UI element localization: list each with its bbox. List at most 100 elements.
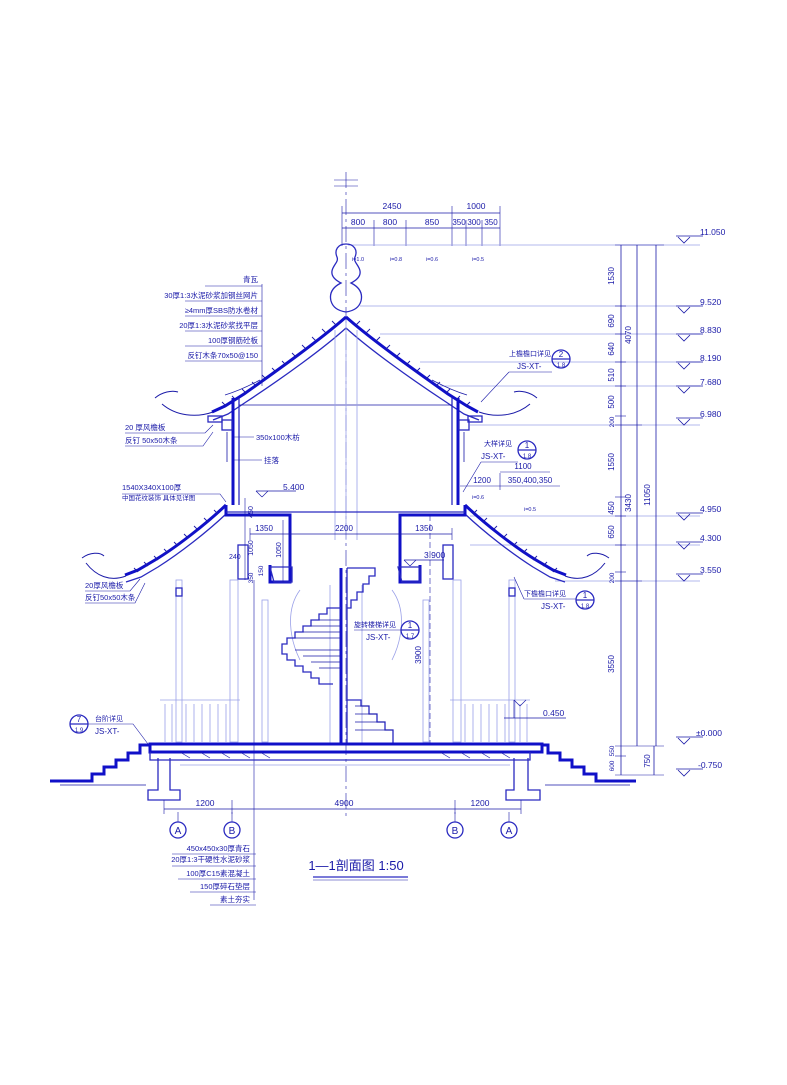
level-5400: 5.400	[283, 482, 305, 492]
dim-350: 350	[248, 572, 255, 583]
slope-4: i=0.5	[472, 257, 484, 263]
foundation-notes: 450x450x30厚青石 20厚1:3干硬性水泥砂浆 100厚C15素混凝土 …	[171, 843, 250, 904]
elev-marker-6980: 6.980	[676, 409, 722, 426]
dim-seg-2: 800	[383, 217, 397, 227]
dim-240: 240	[229, 554, 241, 561]
svg-text:B: B	[452, 826, 459, 837]
slope-2: i=0.8	[390, 257, 402, 263]
svg-text:1.9: 1.9	[75, 728, 84, 734]
dim-seg-3: 850	[425, 217, 439, 227]
detail-ref-lower-eave: 下檐檐口详见 JS-XT- 1 1.8	[513, 576, 595, 611]
svg-text:下檐檐口详见: 下檐檐口详见	[524, 589, 566, 598]
svg-text:4.950: 4.950	[700, 504, 722, 514]
dim-v-500: 500	[607, 395, 616, 409]
dim-v-3430: 3430	[624, 494, 633, 512]
svg-text:3.550: 3.550	[700, 565, 722, 575]
slope-05: i=0.5	[524, 507, 536, 513]
dim-seg-5: 300	[467, 218, 481, 227]
note-lower-strip: 反钉50x50木条	[85, 592, 136, 602]
svg-text:上檐檐口详见: 上檐檐口详见	[509, 349, 551, 358]
svg-text:1: 1	[525, 441, 530, 450]
dim-v-11050: 11050	[643, 484, 652, 506]
second-floor-slab	[224, 505, 467, 584]
svg-text:JS-XT-: JS-XT-	[481, 452, 506, 461]
svg-text:1.8: 1.8	[523, 454, 532, 460]
dim-1350-right: 1350	[415, 524, 433, 533]
dim-right-total: 1000	[467, 201, 486, 211]
elev-marker-11050: 11.050	[676, 227, 726, 244]
drawing-title: 1—1剖面图 1:50	[308, 858, 403, 873]
dim-v-550: 550	[609, 745, 616, 756]
dim-v-4070: 4070	[624, 326, 633, 344]
note-upper-4: 20厚1:3水泥砂浆找平层	[179, 320, 258, 330]
note-found-4: 150厚碎石垫层	[200, 881, 251, 891]
dim-bottom-4900: 4900	[335, 798, 354, 808]
svg-text:A: A	[506, 826, 513, 837]
svg-text:台阶详见: 台阶详见	[95, 714, 123, 723]
dim-v-1550: 1550	[607, 453, 616, 471]
dim-bottom-1200-left: 1200	[196, 798, 215, 808]
svg-text:1.7: 1.7	[406, 634, 415, 640]
left-notes: 20 厚风檐板 反钉 50x50木条 350x100木枋 挂落 1540X340…	[122, 422, 300, 502]
note-panel-pattern: 中国花纹装饰 具体见详图	[122, 493, 195, 502]
dim-total: 2450	[383, 201, 402, 211]
upper-roof	[154, 315, 538, 423]
dim-1050-b: 1050	[248, 540, 255, 556]
dim-1100: 1100	[514, 462, 532, 471]
svg-text:1: 1	[583, 591, 588, 600]
dim-v-1530: 1530	[607, 267, 616, 285]
dim-v-510: 510	[607, 368, 616, 382]
dim-v-650: 650	[607, 525, 616, 539]
bottom-dimension-lines	[163, 800, 522, 822]
dim-v-450: 450	[607, 501, 616, 515]
dim-1200: 1200	[473, 476, 491, 485]
slope-1: i=1.0	[352, 257, 364, 263]
svg-text:B: B	[229, 826, 236, 837]
dim-1350-left: 1350	[255, 524, 273, 533]
dim-450: 450	[248, 506, 255, 518]
svg-text:4.300: 4.300	[700, 533, 722, 543]
dim-3900: 3900	[414, 646, 423, 664]
svg-text:11.050: 11.050	[700, 227, 726, 237]
slope-06: i=0.6	[472, 495, 484, 501]
svg-text:7: 7	[77, 715, 82, 724]
upper-roof-notes: 青瓦 30厚1:3水泥砂浆加钢丝网片 ≥4mm厚SBS防水卷材 20厚1:3水泥…	[164, 274, 258, 360]
svg-text:1: 1	[408, 621, 413, 630]
dim-v-690: 690	[607, 314, 616, 328]
right-dim-texts: 1530 690 640 510 500 200 1550 450 650 20…	[607, 267, 652, 772]
svg-text:JS-XT-: JS-XT-	[541, 602, 566, 611]
note-panel-size: 1540X340X100厚	[122, 483, 182, 492]
detail-ref-stair: 旋转楼梯详见 JS-XT- 1 1.7	[354, 620, 420, 642]
note-hanging-panel: 挂落	[264, 455, 279, 465]
svg-text:旋转楼梯详见: 旋转楼梯详见	[354, 620, 396, 629]
dim-v-200b: 200	[609, 572, 616, 583]
dim-v-200a: 200	[609, 416, 616, 427]
svg-text:1.8: 1.8	[557, 363, 566, 369]
elev-marker-minus0750: -0.750	[676, 760, 722, 777]
detail-ref-steps: 7 1.9 台阶详见 JS-XT-	[69, 714, 149, 745]
note-timber-beam: 350x100木枋	[256, 432, 300, 442]
dim-150: 150	[258, 565, 265, 576]
svg-text:7.680: 7.680	[700, 377, 722, 387]
elevation-markers: 11.050 9.520 8.830 8.190 7.680 6.980 4.9…	[676, 227, 726, 777]
detail-ref-upper-eave: 上檐檐口详见 JS-XT- 2 1.8	[480, 349, 571, 403]
note-eave-board: 20 厚风檐板	[125, 422, 166, 432]
note-upper-5: 100厚钢筋砼板	[208, 335, 259, 345]
dim-v-600: 600	[609, 760, 616, 771]
dim-1050-a: 1050	[276, 542, 283, 558]
elev-marker-9520: 9.520	[676, 297, 722, 314]
note-upper-2: 30厚1:3水泥砂浆加钢丝网片	[164, 290, 258, 300]
detail-ref-large: 大样详见 JS-XT- 1 1.8	[462, 439, 537, 493]
svg-text:2: 2	[559, 350, 564, 359]
svg-text:9.520: 9.520	[700, 297, 722, 307]
dim-seg-1: 800	[351, 217, 365, 227]
svg-text:JS-XT-: JS-XT-	[517, 362, 542, 371]
elev-marker-8830: 8.830	[676, 325, 722, 342]
svg-text:大样详见: 大样详见	[484, 439, 512, 448]
svg-text:8.190: 8.190	[700, 353, 722, 363]
dim-seg-4: 350	[452, 218, 466, 227]
right-dimension-lines	[615, 244, 664, 776]
ground-floor-columns	[160, 515, 530, 900]
